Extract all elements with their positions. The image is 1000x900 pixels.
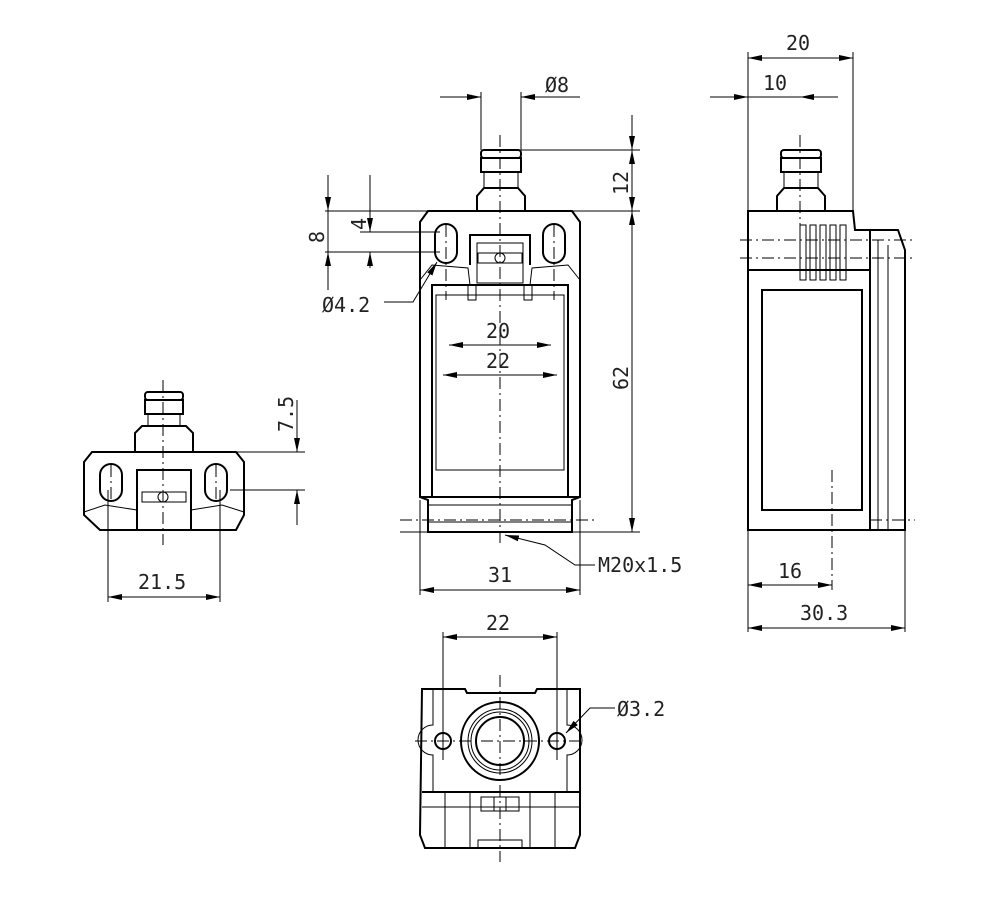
bottom-dimensions: 22 Ø3.2 — [442, 611, 665, 760]
top-body — [83, 451, 245, 531]
side-view — [740, 135, 915, 590]
slot-right — [542, 223, 566, 264]
dim-plunger-protrusion: 7.5 — [274, 396, 298, 432]
dim-side-depth-total: 30.3 — [800, 601, 848, 625]
dim-side-depth-top: 20 — [786, 31, 810, 55]
dim-plunger-offset: 10 — [763, 71, 787, 95]
side-body — [747, 210, 871, 531]
dim-body-width: 31 — [488, 563, 512, 587]
dim-hole-spacing-vertical: 8 — [305, 231, 329, 243]
dim-bottom-hole-spacing: 22 — [486, 611, 510, 635]
dim-inner-width-22: 22 — [486, 349, 510, 373]
bottom-view — [415, 675, 585, 862]
dim-top-hole-spacing: 21.5 — [138, 570, 186, 594]
slot-left — [434, 223, 458, 264]
dim-thread: M20x1.5 — [598, 553, 682, 577]
side-dimensions: 20 10 16 30.3 — [710, 31, 906, 632]
dim-mounting-hole: Ø4.2 — [322, 293, 370, 317]
dim-bottom-hole-diameter: Ø3.2 — [617, 697, 665, 721]
dim-thread-offset: 16 — [778, 559, 802, 583]
front-dimensions: Ø8 12 62 8 4 Ø4.2 20 22 M20x1.5 31 — [305, 73, 682, 595]
vent-grill — [799, 224, 847, 281]
top-view — [83, 380, 245, 545]
plunger — [476, 149, 526, 211]
dim-inner-width-20: 20 — [486, 319, 510, 343]
top-dimensions: 7.5 21.5 — [107, 396, 305, 602]
dim-body-height: 62 — [609, 366, 633, 390]
dim-plunger-diameter: Ø8 — [545, 73, 569, 97]
dim-slot-offset: 4 — [347, 218, 371, 230]
dim-plunger-height: 12 — [609, 171, 633, 195]
bottom-body — [418, 688, 581, 849]
